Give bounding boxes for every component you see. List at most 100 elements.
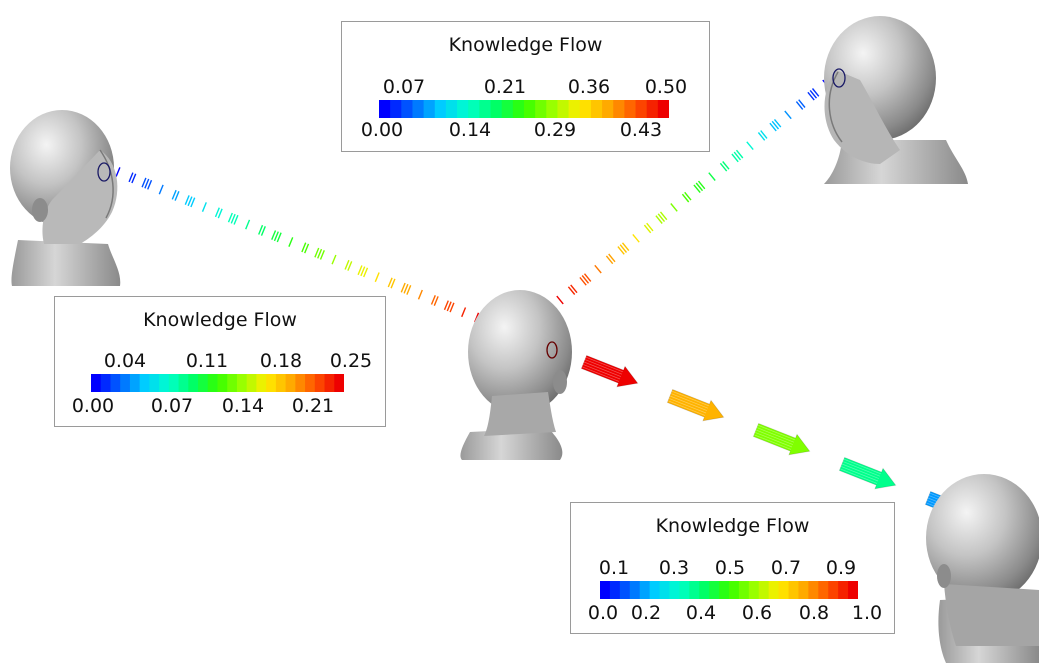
flow-vector <box>260 226 266 236</box>
flow-vector <box>331 254 337 265</box>
flow-arrow-streak <box>669 395 708 411</box>
tick-label: 0.29 <box>533 119 577 141</box>
flow-vector <box>131 173 137 184</box>
flow-vector <box>657 213 666 223</box>
colorbar-band <box>412 100 425 118</box>
flow-vector <box>403 283 409 294</box>
flow-vector <box>317 248 323 259</box>
colorbar-band <box>524 100 536 118</box>
colorbar-band <box>390 100 402 118</box>
flow-vector <box>147 179 153 190</box>
tick-label: 0.14 <box>221 395 265 417</box>
flow-vector <box>233 214 239 225</box>
flow-vector <box>731 153 739 163</box>
colorbar-band <box>649 581 661 599</box>
colorbar-band <box>91 374 102 392</box>
colorbar-band <box>600 581 611 599</box>
colorbar-band <box>579 100 592 118</box>
flow-vector <box>363 267 369 278</box>
flow-vector <box>387 277 393 288</box>
tick-label: 1.0 <box>851 602 883 624</box>
flow-arrow-streak <box>671 390 709 407</box>
flow-vector <box>655 215 663 224</box>
flow-vector <box>374 272 380 283</box>
flow-arrow <box>666 388 725 422</box>
colorbar-band <box>657 100 669 118</box>
tick-label: 0.8 <box>798 602 830 624</box>
flow-vector <box>430 295 436 305</box>
flow-vector <box>144 178 150 189</box>
flow-arrow-streak <box>582 364 621 380</box>
head-top-right-person <box>824 16 968 184</box>
colorbar-band <box>178 374 189 392</box>
flow-vector <box>579 276 587 286</box>
colorbar-band <box>445 100 458 118</box>
flow-vector <box>581 275 590 284</box>
colorbar <box>91 374 344 392</box>
head-left-person <box>10 110 121 286</box>
flow-vector <box>659 211 668 221</box>
colorbar-band <box>468 100 480 118</box>
colorbar-band <box>719 581 730 599</box>
colorbar-band <box>285 374 296 392</box>
flow-vector <box>798 99 806 108</box>
colorbar-band <box>699 581 710 599</box>
lower-tick-labels: 0.00 0.14 0.29 0.43 <box>342 119 709 143</box>
colorbar-band <box>100 374 111 392</box>
colorbar-band <box>120 374 131 392</box>
flow-vector <box>619 244 628 253</box>
flow-vector <box>646 222 654 232</box>
flow-vector <box>769 122 777 132</box>
flow-vector <box>433 296 439 306</box>
colorbar-band <box>535 100 547 118</box>
colorbar-band <box>613 100 625 118</box>
head-center-person <box>460 290 572 460</box>
tick-label: 0.14 <box>448 119 492 141</box>
flow-vector <box>400 282 406 293</box>
flow-arrow <box>752 422 811 456</box>
colorbar-band <box>758 581 770 599</box>
flow-arrow-streak <box>667 400 706 416</box>
colorbar-band <box>646 100 659 118</box>
flow-vector <box>807 91 815 101</box>
flow-arrow-streak <box>843 458 881 475</box>
legend-top: Knowledge Flow 0.07 0.21 0.36 0.50 0.00 … <box>341 21 710 152</box>
flow-vector <box>158 184 164 195</box>
flow-vector <box>271 230 277 240</box>
colorbar-band <box>818 581 829 599</box>
flow-vector <box>344 259 350 270</box>
flow-vector <box>230 213 236 224</box>
colorbar-band <box>139 374 150 392</box>
colorbar-band <box>314 374 326 392</box>
flow-vector <box>184 195 190 205</box>
flow-arrow-streak <box>757 424 795 441</box>
tick-label: 0.36 <box>567 76 611 98</box>
colorbar-band <box>848 581 858 599</box>
tick-label: 0.25 <box>329 350 373 372</box>
flow-vector <box>301 242 307 253</box>
flow-vector <box>735 149 744 159</box>
colorbar-band <box>748 581 760 599</box>
flow-vector <box>360 266 366 277</box>
flow-vector <box>746 141 754 151</box>
flow-vector <box>697 180 706 190</box>
flow-vector <box>417 289 423 300</box>
colorbar-band <box>590 100 603 118</box>
colorbar-band <box>501 100 514 118</box>
legend-title: Knowledge Flow <box>655 515 810 537</box>
flow-vector <box>771 120 780 130</box>
tick-label: 0.11 <box>185 350 229 372</box>
colorbar-band <box>624 100 637 118</box>
flow-arrow-streak <box>839 468 878 484</box>
tick-label: 0.43 <box>619 119 663 141</box>
flow-vector <box>608 253 616 263</box>
tick-label: 0.04 <box>103 350 147 372</box>
tick-label: 0.07 <box>150 395 194 417</box>
tick-label: 0.21 <box>291 395 335 417</box>
flow-arrow-streak <box>753 434 792 450</box>
tick-label: 0.1 <box>598 557 630 579</box>
colorbar-band <box>198 374 209 392</box>
colorbar-band <box>778 581 790 599</box>
flow-vector <box>174 191 180 201</box>
